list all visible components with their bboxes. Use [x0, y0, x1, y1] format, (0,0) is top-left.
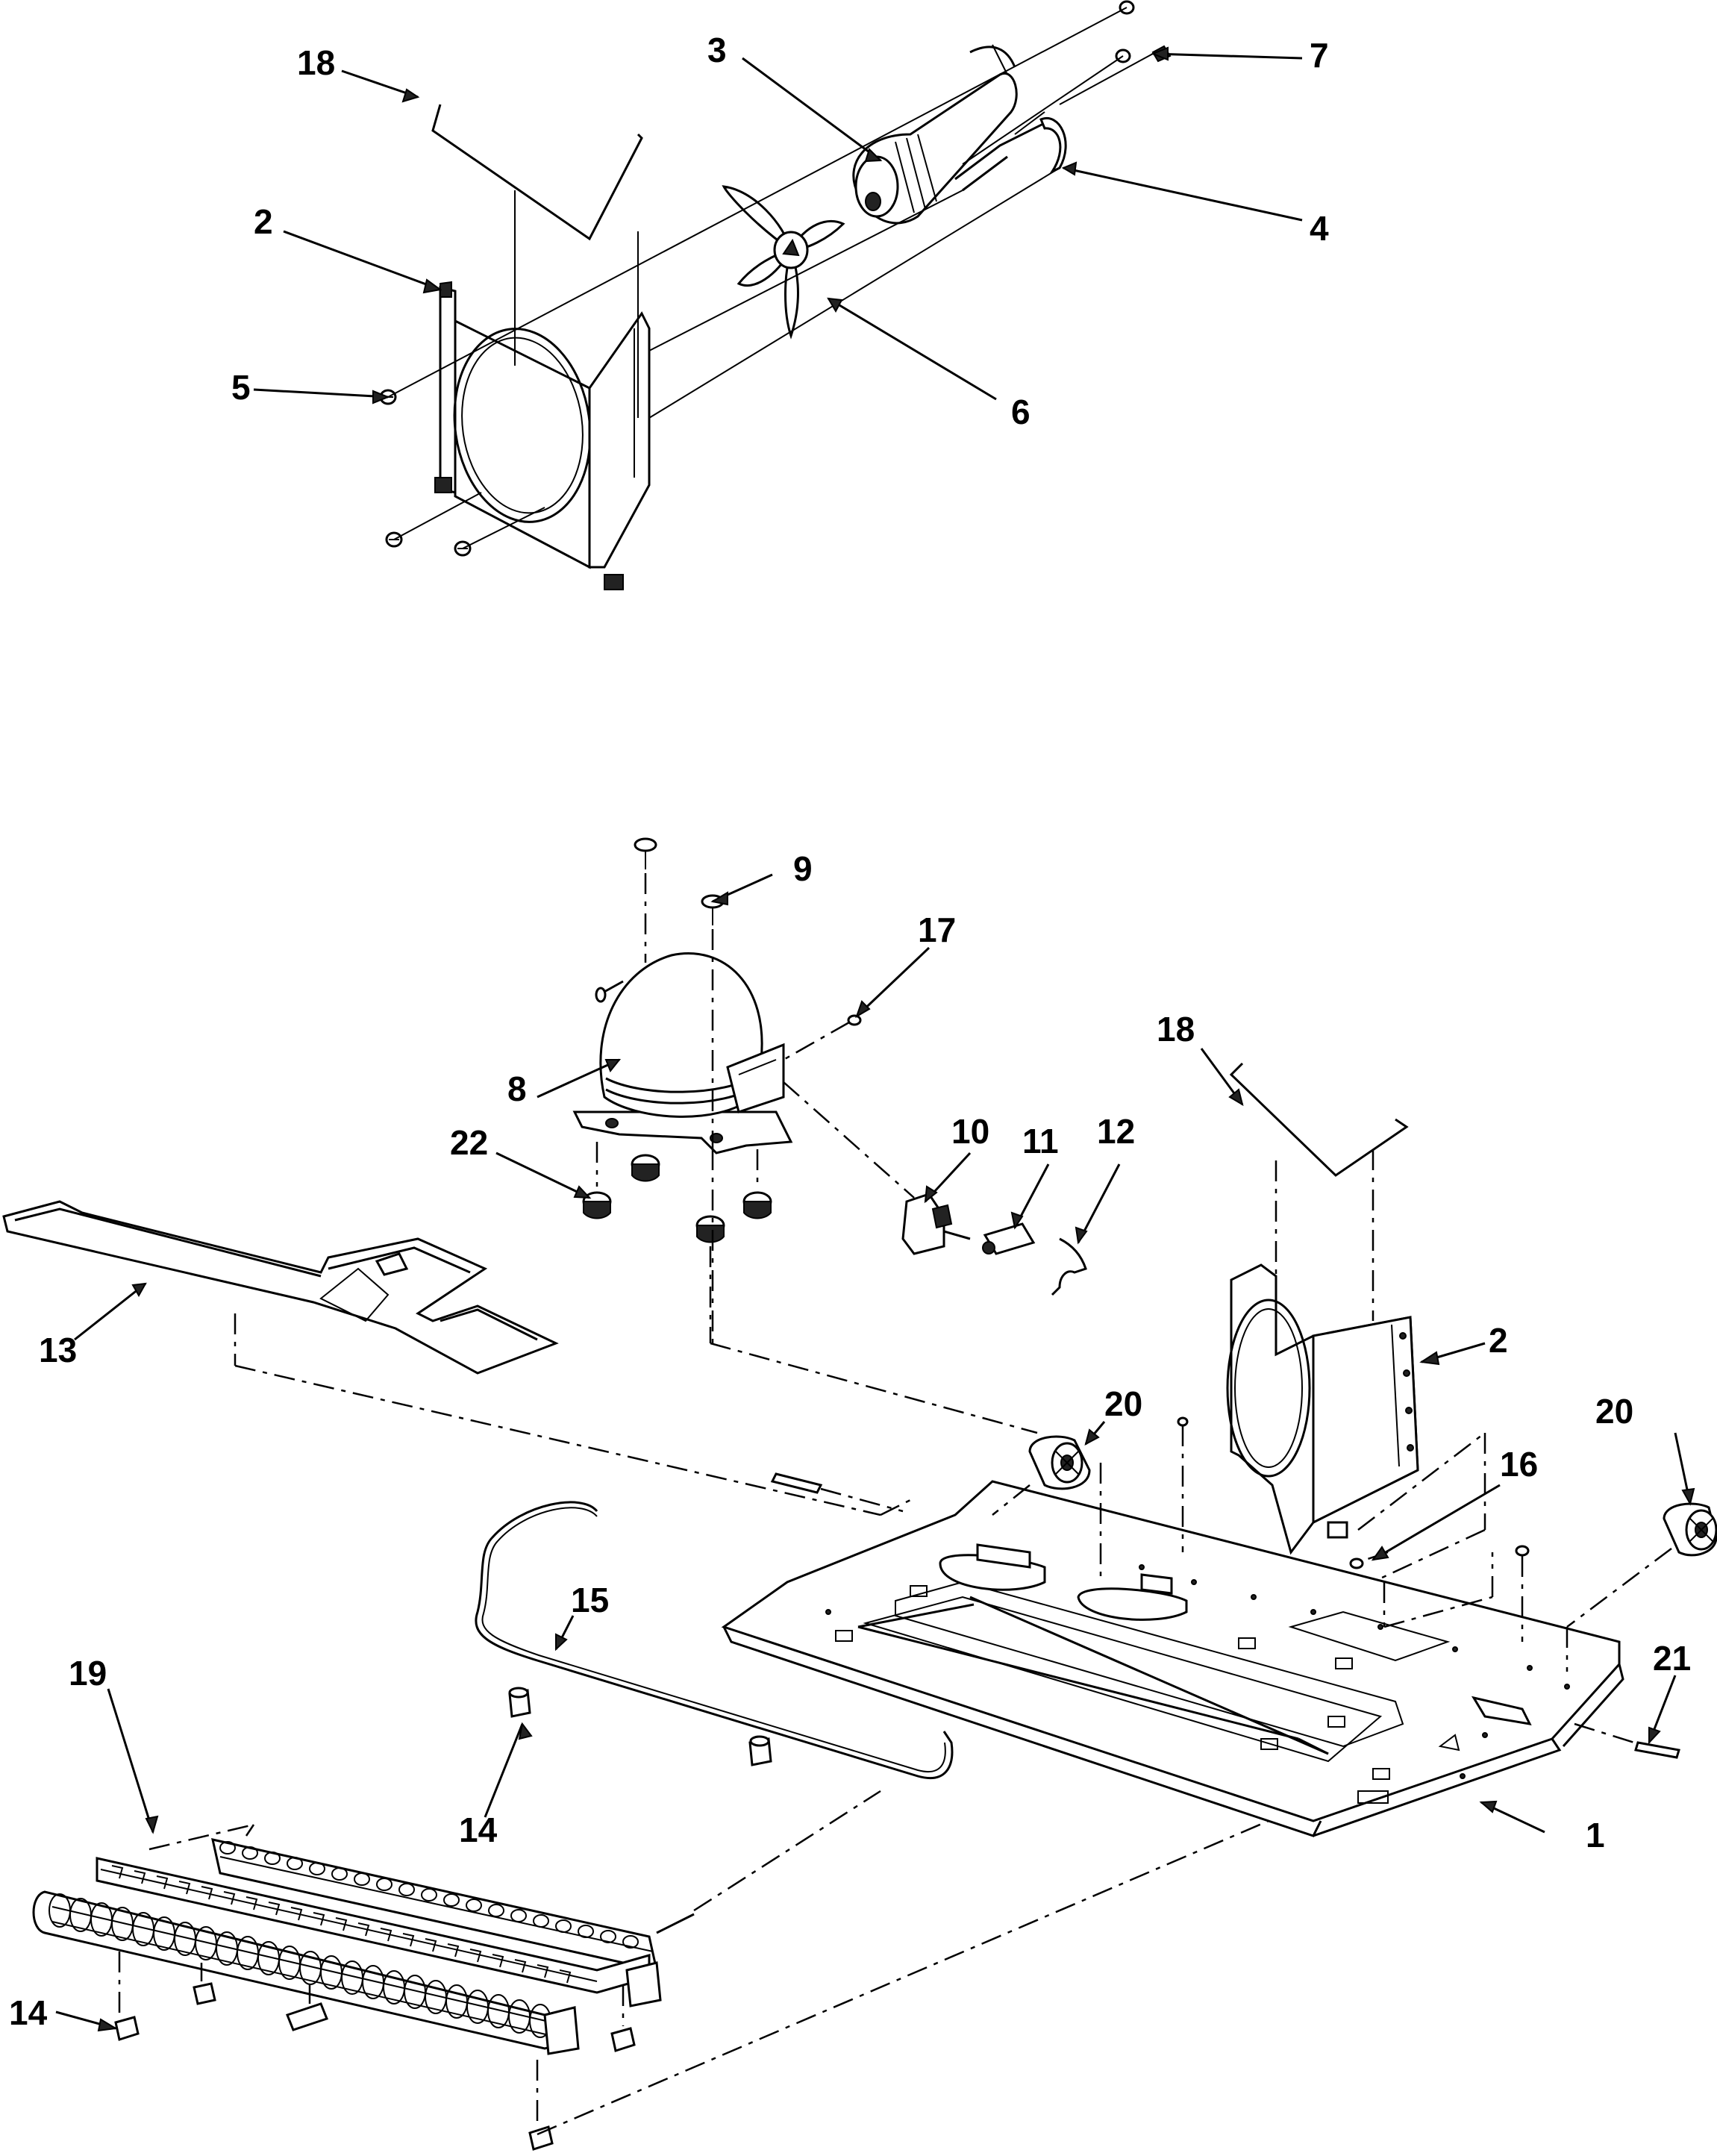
axle-pin-right — [1634, 1741, 1680, 1759]
callout-2-bottom: 2 — [1489, 1321, 1508, 1360]
screw-top-3 — [454, 540, 472, 557]
callout-20-left: 20 — [1104, 1384, 1142, 1423]
callout-17: 17 — [918, 910, 956, 949]
spacer-3 — [114, 2016, 140, 2041]
callout-1: 1 — [1586, 1816, 1605, 1855]
callout-10: 10 — [951, 1112, 989, 1151]
callout-20-right: 20 — [1595, 1392, 1633, 1431]
callout-3: 3 — [707, 31, 727, 69]
compressor-screw-1 — [634, 837, 657, 869]
compressor — [572, 952, 793, 1154]
callout-6: 6 — [1011, 393, 1030, 431]
wire-bracket-bottom — [1229, 1062, 1409, 1177]
callout-19: 19 — [69, 1654, 107, 1693]
drain-tube — [475, 1501, 954, 1780]
spacer-6 — [610, 2027, 636, 2052]
spacer-1 — [508, 1687, 531, 1718]
callout-14-top: 14 — [459, 1810, 498, 1849]
spacer-2 — [748, 1735, 772, 1766]
leader-arrowheads — [97, 46, 1695, 2032]
relay — [901, 1193, 971, 1255]
callout-15: 15 — [571, 1581, 609, 1619]
condenser-coil — [32, 1838, 695, 2055]
callout-16: 16 — [1500, 1445, 1538, 1484]
roller-wheel-2 — [1663, 1502, 1717, 1557]
wire-clip — [1051, 1237, 1087, 1296]
callout-14-bottom: 14 — [9, 1993, 48, 2032]
spacer-4 — [193, 1982, 216, 2005]
callout-4: 4 — [1310, 209, 1329, 248]
overload — [982, 1222, 1036, 1255]
callout-22: 22 — [450, 1123, 488, 1162]
callout-13: 13 — [39, 1331, 77, 1369]
grommet-2 — [631, 1154, 660, 1182]
base-pan — [721, 1480, 1624, 1837]
axle-pin-left — [770, 1472, 823, 1494]
spacer-5 — [286, 2002, 328, 2031]
fan-shroud-bottom — [1226, 1263, 1419, 1555]
callout-8: 8 — [507, 1069, 527, 1108]
fan-shroud-top — [434, 281, 651, 590]
wire-bracket-top — [431, 104, 643, 241]
callout-18-top: 18 — [297, 43, 335, 82]
roller-wheel-1 — [1028, 1435, 1091, 1490]
grommet-3 — [742, 1191, 772, 1219]
callout-9: 9 — [793, 849, 813, 888]
small-clip — [847, 1014, 862, 1026]
fan-blade — [722, 185, 845, 340]
fan-motor — [852, 44, 1018, 225]
callout-2-top: 2 — [254, 202, 273, 241]
callout-12: 12 — [1097, 1112, 1135, 1151]
callout-21: 21 — [1653, 1639, 1691, 1678]
drain-pan — [2, 1200, 559, 1375]
callout-11: 11 — [1022, 1122, 1059, 1160]
callout-5: 5 — [231, 368, 251, 407]
callout-18-bottom: 18 — [1157, 1010, 1195, 1049]
grommet-1 — [582, 1191, 612, 1219]
callout-7: 7 — [1310, 36, 1329, 75]
grommet-4 — [695, 1215, 725, 1243]
spacer-7 — [528, 2125, 554, 2151]
